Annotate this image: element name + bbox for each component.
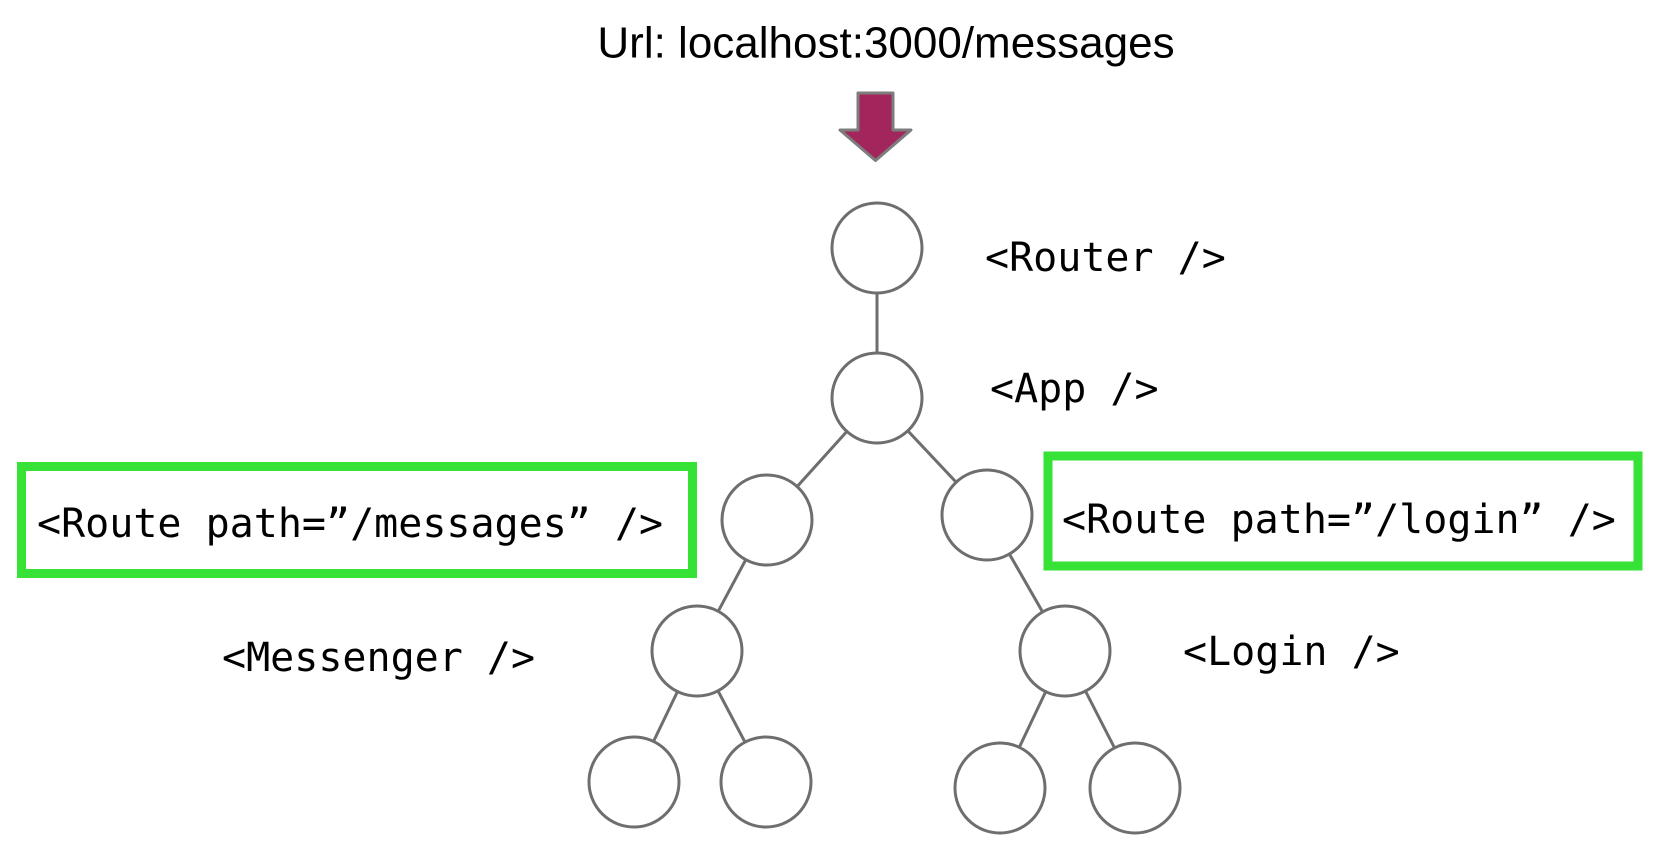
messenger-label: <Messenger />: [222, 635, 535, 681]
node-login: [1018, 604, 1112, 698]
node-login-child-2: [1088, 741, 1182, 835]
tree-edges: [632, 248, 1137, 789]
node-messenger-child-1: [587, 735, 681, 829]
node-route-messages: [720, 473, 814, 567]
node-messenger-child-2: [719, 735, 813, 829]
node-app: [830, 351, 924, 445]
node-router: [830, 201, 924, 295]
router-label: <Router />: [985, 235, 1226, 281]
down-arrow-icon: [838, 91, 913, 162]
page-title: Url: localhost:3000/messages: [597, 19, 1174, 68]
tree-nodes: [587, 201, 1182, 835]
route-login-highlight-box: [1043, 451, 1643, 571]
node-route-login: [940, 468, 1034, 562]
tree-labels: <Router /> <App /> <Route path=”/message…: [37, 235, 1616, 681]
node-login-child-1: [953, 741, 1047, 835]
route-messages-label: <Route path=”/messages” />: [37, 501, 663, 547]
login-label: <Login />: [1183, 629, 1400, 675]
route-messages-highlight-box: [17, 462, 697, 578]
node-messenger: [650, 604, 744, 698]
route-login-label: <Route path=”/login” />: [1062, 497, 1616, 543]
app-label: <App />: [990, 366, 1159, 412]
